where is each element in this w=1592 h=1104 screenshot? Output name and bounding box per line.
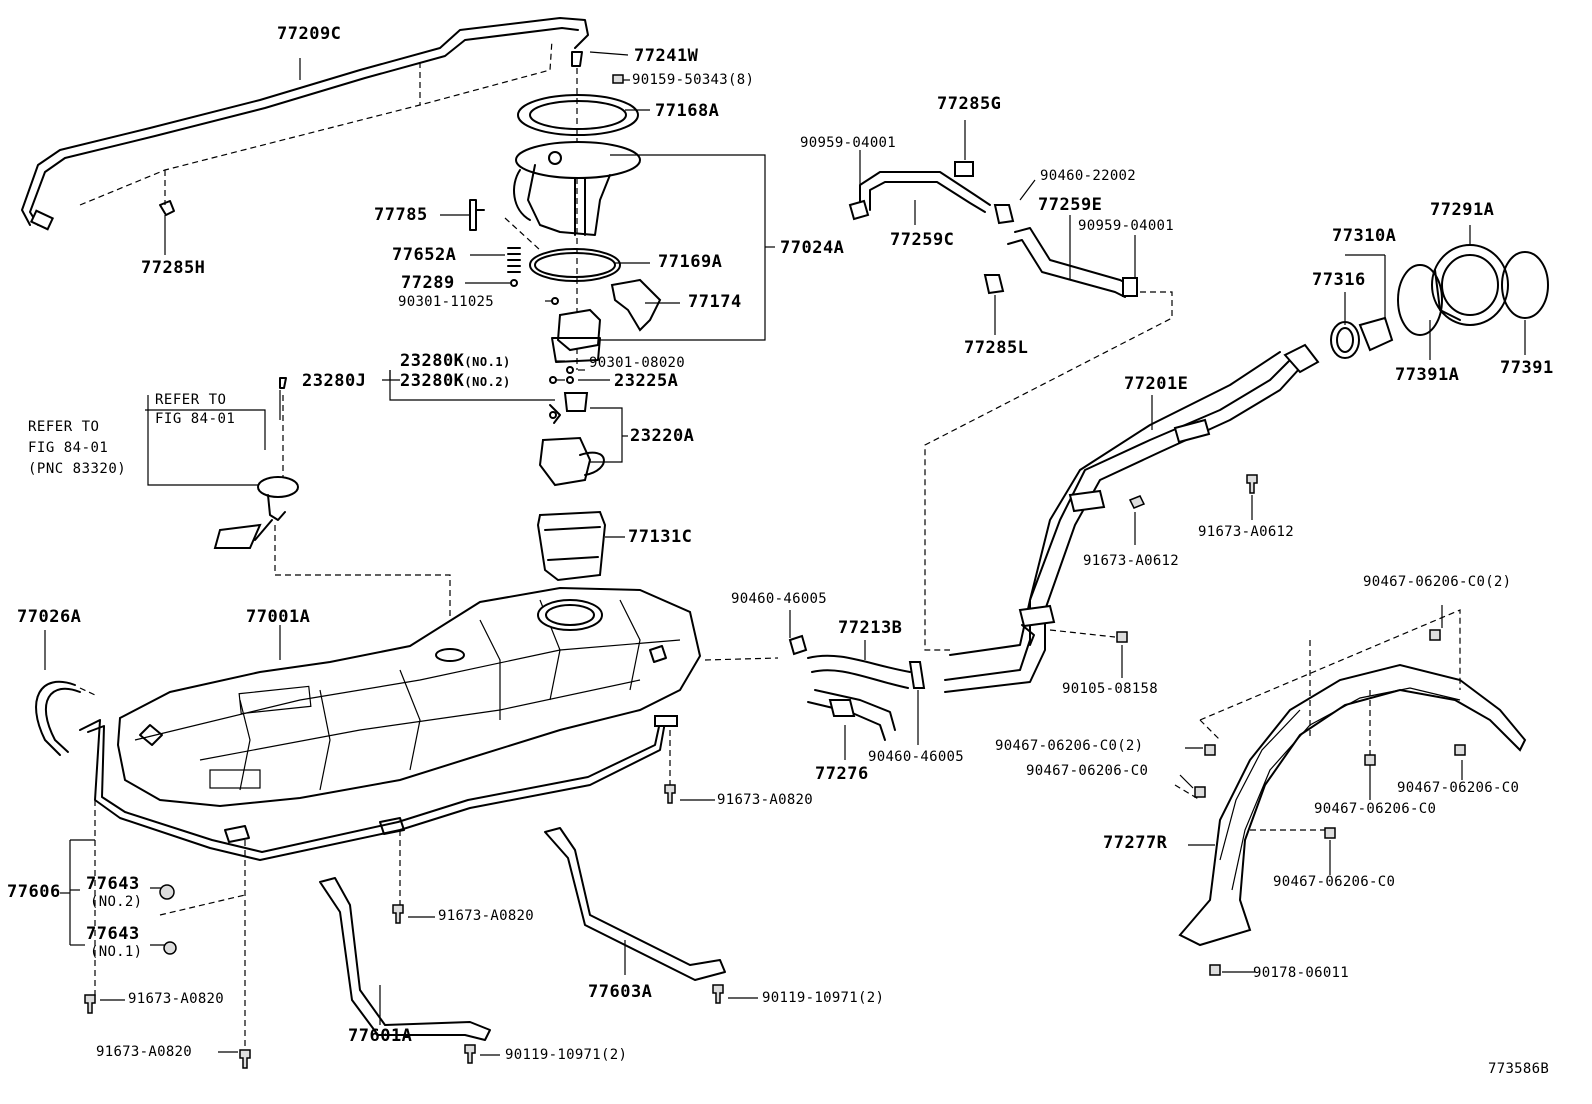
label-77652a: 77652A	[392, 245, 457, 265]
label-77213b: 77213B	[838, 618, 903, 638]
label-23280k-no2-code: 23280K	[400, 371, 465, 391]
refer-line2: FIG 84-01	[28, 440, 109, 456]
label-77276: 77276	[815, 764, 869, 784]
label-77174: 77174	[688, 292, 742, 312]
label-91673-a0820-d: 91673-A0820	[96, 1044, 193, 1060]
label-77643-no2-note: (NO.2)	[90, 894, 143, 910]
label-77285g: 77285G	[937, 94, 1002, 114]
label-77310a: 77310A	[1332, 226, 1397, 246]
fuel-pump-assembly	[469, 51, 662, 582]
label-91673-a0612-a: 91673-A0612	[1198, 524, 1295, 540]
fender-liner-77277r	[1174, 605, 1527, 976]
vent-tube-77209c	[21, 17, 589, 231]
label-23225a: 23225A	[614, 371, 679, 391]
label-90460-22002: 90460-22002	[1040, 168, 1137, 184]
label-90467-06206-c0-2-b: 90467-06206-C0(2)	[995, 738, 1144, 754]
label-77168a: 77168A	[655, 101, 720, 121]
label-23280j: 23280J	[302, 371, 367, 391]
label-23280k-no1-code: 23280K	[400, 351, 465, 371]
label-77209c: 77209C	[277, 24, 342, 44]
bolts	[84, 74, 758, 1069]
label-77169a: 77169A	[658, 252, 723, 272]
refer-inner-line2: FIG 84-01	[155, 411, 236, 427]
label-90467-06206-c0-e: 90467-06206-C0	[1314, 801, 1437, 817]
label-90178-06011: 90178-06011	[1253, 965, 1350, 981]
tank-straps	[319, 827, 726, 1041]
fuel-cap-assembly	[1330, 225, 1549, 360]
label-90460-46005-a: 90460-46005	[731, 591, 828, 607]
label-90467-06206-c0-c: 90467-06206-C0	[1026, 763, 1149, 779]
filler-pipe-77201e	[944, 343, 1320, 693]
label-77785: 77785	[374, 205, 428, 225]
label-77259c: 77259C	[890, 230, 955, 250]
fuel-tank-77001a	[116, 586, 779, 808]
label-90467-06206-c0-2-a: 90467-06206-C0(2)	[1363, 574, 1512, 590]
label-91673-a0820-c: 91673-A0820	[128, 991, 225, 1007]
label-23280k-no1: 23280K(NO.1)	[400, 353, 511, 370]
label-77285h: 77285H	[141, 258, 206, 278]
tank-frame-77606	[60, 715, 678, 1050]
vent-hoses	[848, 120, 1173, 651]
label-77391a: 77391A	[1395, 365, 1460, 385]
label-77285l: 77285L	[964, 338, 1029, 358]
fill-hose-77213b	[788, 610, 926, 760]
refer-line1: REFER TO	[28, 419, 100, 435]
hose-77026a	[35, 630, 96, 756]
label-23220a: 23220A	[630, 426, 695, 446]
label-77289: 77289	[401, 273, 455, 293]
label-90159-50343: 90159-50343(8)	[632, 72, 755, 88]
label-91673-a0820-b: 91673-A0820	[438, 908, 535, 924]
label-77001a: 77001A	[246, 607, 311, 627]
label-77316: 77316	[1312, 270, 1366, 290]
sender-gauge-ref	[145, 377, 451, 650]
label-90301-11025: 90301-11025	[398, 294, 495, 310]
label-90301-08020: 90301-08020	[589, 355, 686, 371]
label-90119-10971-b: 90119-10971(2)	[505, 1047, 628, 1063]
refer-inner-line1: REFER TO	[155, 392, 227, 408]
label-90460-46005-b: 90460-46005	[868, 749, 965, 765]
diagram-id: 773586B	[1488, 1061, 1550, 1077]
label-77131c: 77131C	[628, 527, 693, 547]
label-77643-no2: 77643	[86, 874, 140, 894]
label-77241w: 77241W	[634, 46, 699, 66]
label-91673-a0820-a: 91673-A0820	[717, 792, 814, 808]
label-23280k-no2-note: (NO.2)	[464, 375, 511, 389]
label-90959-04001-a: 90959-04001	[800, 135, 897, 151]
label-77201e: 77201E	[1124, 374, 1189, 394]
label-90119-10971-a: 90119-10971(2)	[762, 990, 885, 1006]
label-23280k-no1-note: (NO.1)	[464, 355, 511, 369]
label-77601a: 77601A	[348, 1026, 413, 1046]
leader-lines	[164, 51, 775, 538]
label-91673-a0612-b: 91673-A0612	[1083, 553, 1180, 569]
refer-line3: (PNC 83320)	[28, 461, 127, 477]
label-77026a: 77026A	[17, 607, 82, 627]
label-77391: 77391	[1500, 358, 1554, 378]
label-90467-06206-c0-f: 90467-06206-C0	[1273, 874, 1396, 890]
label-90959-04001-b: 90959-04001	[1078, 218, 1175, 234]
label-77643-no1-note: (NO.1)	[90, 944, 143, 960]
label-90467-06206-c0-d: 90467-06206-C0	[1397, 780, 1520, 796]
label-77259e: 77259E	[1038, 195, 1103, 215]
label-77643-no1: 77643	[86, 924, 140, 944]
label-77606: 77606	[7, 882, 61, 902]
label-23280k-no2: 23280K(NO.2)	[400, 373, 511, 390]
label-77277r: 77277R	[1103, 833, 1168, 853]
label-90105-08158: 90105-08158	[1062, 681, 1159, 697]
label-77603a: 77603A	[588, 982, 653, 1002]
filler-bolts	[1049, 474, 1258, 678]
label-77291a: 77291A	[1430, 200, 1495, 220]
label-77024a: 77024A	[780, 238, 845, 258]
